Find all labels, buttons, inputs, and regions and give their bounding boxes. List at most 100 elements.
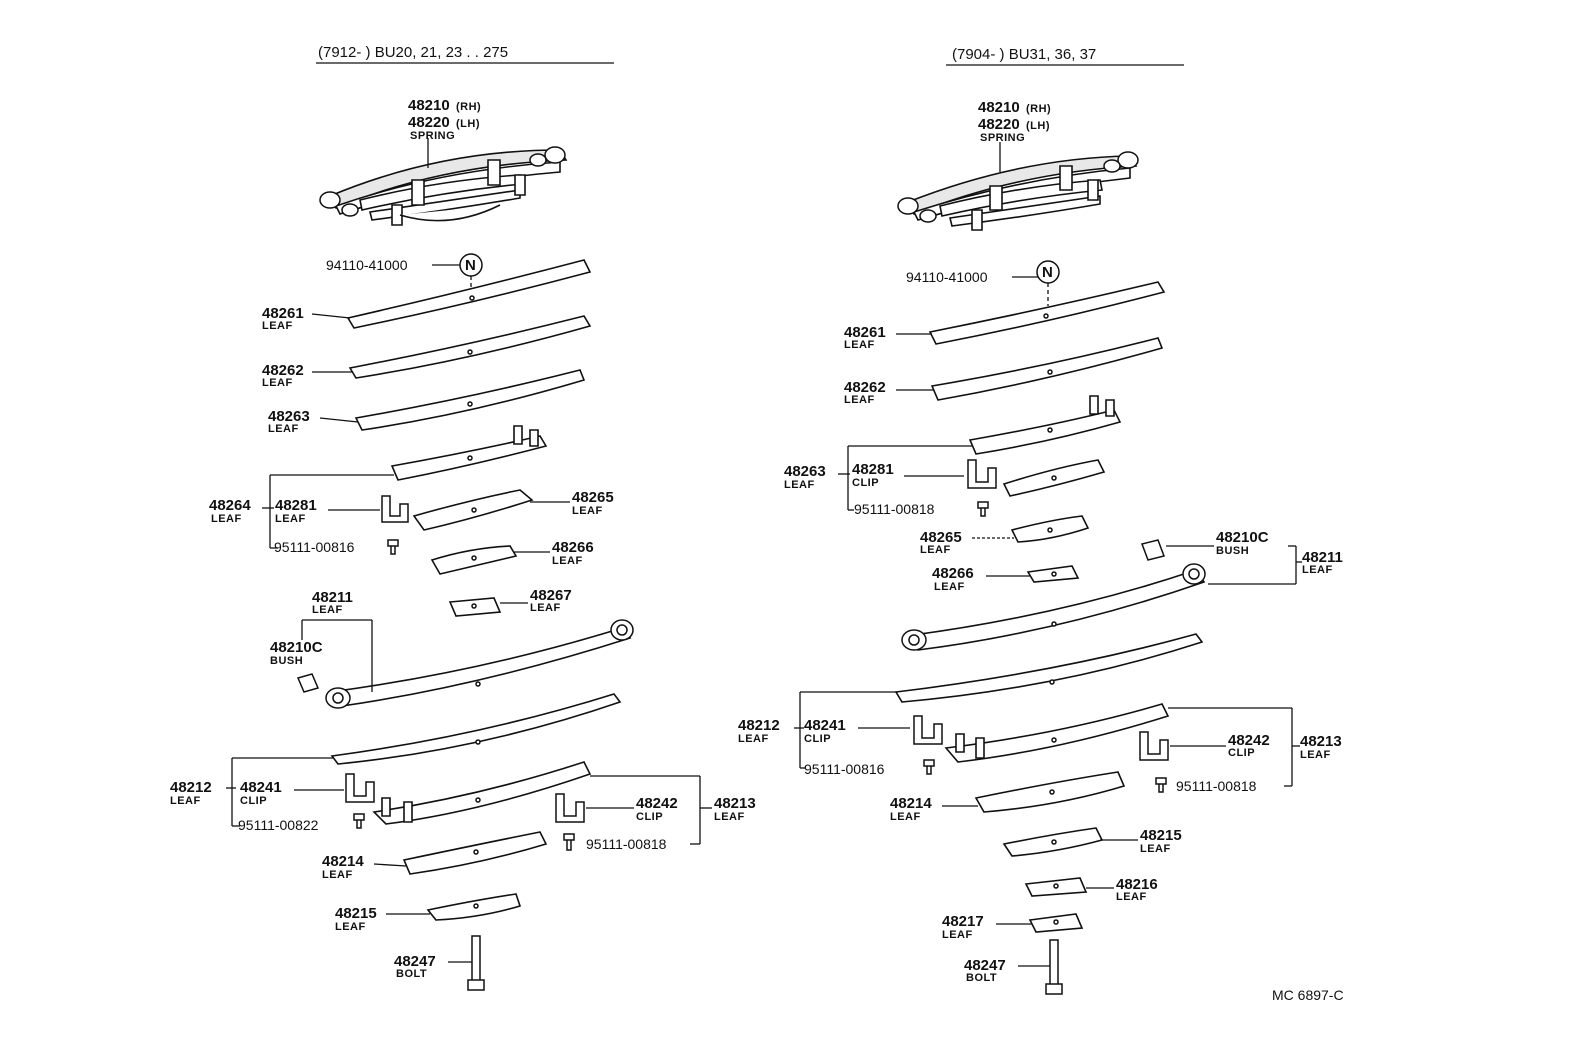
right-leaf-48261-icon xyxy=(928,281,1166,345)
svg-text:LEAF: LEAF xyxy=(1302,564,1333,576)
left-spring-assembly-icon xyxy=(319,146,568,226)
right-clip-48241-icon xyxy=(913,715,943,745)
svg-text:CLIP: CLIP xyxy=(636,811,663,823)
right-clip-48281-icon xyxy=(967,459,997,489)
reference-code: MC 6897-C xyxy=(1272,987,1344,1003)
svg-text:LEAF: LEAF xyxy=(920,544,951,556)
left-small-bolt-icon-2 xyxy=(353,813,365,829)
svg-text:LEAF: LEAF xyxy=(312,604,343,616)
left-clip-48242-icon xyxy=(555,793,585,823)
right-nut-number: 94110-41000 xyxy=(906,269,988,285)
right-spring-rh-number: 48210 xyxy=(978,99,1020,116)
svg-text:LEAF: LEAF xyxy=(170,795,201,807)
right-small-bolt-icon xyxy=(977,501,989,517)
right-bolt-95111-00818-number-a: 95111-00818 xyxy=(854,501,935,517)
left-leaf-48261-icon xyxy=(346,259,592,329)
svg-text:LEAF: LEAF xyxy=(552,555,583,567)
svg-text:48281: 48281 xyxy=(852,461,894,478)
svg-text:CLIP: CLIP xyxy=(240,795,267,807)
svg-text:48264: 48264 xyxy=(209,497,251,514)
svg-text:LEAF: LEAF xyxy=(844,339,875,351)
svg-text:48242: 48242 xyxy=(1228,732,1270,749)
svg-text:LEAF: LEAF xyxy=(1300,749,1331,761)
left-leaf-48263-icon xyxy=(354,369,586,431)
svg-text:48261: 48261 xyxy=(844,324,886,341)
right-bolt-95111-00816-number: 95111-00816 xyxy=(804,761,885,777)
svg-text:(LH): (LH) xyxy=(1026,120,1050,132)
right-leaf-48213-icon xyxy=(944,703,1170,763)
left-spring-lh-number: 48220 xyxy=(408,114,450,131)
svg-text:48265: 48265 xyxy=(572,489,614,506)
right-bush-48210c-icon xyxy=(1141,539,1165,561)
svg-text:48242: 48242 xyxy=(636,795,678,812)
right-center-bolt-48247-icon xyxy=(1045,939,1063,995)
svg-text:CLIP: CLIP xyxy=(1228,747,1255,759)
svg-text:LEAF: LEAF xyxy=(844,394,875,406)
svg-text:LEAF: LEAF xyxy=(890,811,921,823)
left-center-bolt-48247-icon xyxy=(467,935,485,991)
svg-text:(LH): (LH) xyxy=(456,118,480,130)
svg-text:48241: 48241 xyxy=(240,779,282,796)
left-clip-48281-icon xyxy=(381,495,409,523)
svg-text:48215: 48215 xyxy=(1140,827,1182,844)
svg-text:48215: 48215 xyxy=(335,905,377,922)
svg-text:N: N xyxy=(1042,264,1053,281)
left-bolt-95111-00818-number: 95111-00818 xyxy=(586,836,667,852)
svg-text:48217: 48217 xyxy=(942,913,984,930)
left-bush-48210c-icon xyxy=(296,673,320,693)
right-main-leaf-48211-icon xyxy=(904,569,1206,651)
left-main-leaf-48211-icon xyxy=(328,627,632,707)
right-clip-48242-icon xyxy=(1139,731,1169,761)
right-small-bolt-icon-3 xyxy=(1155,777,1167,793)
right-title: (7904- ) BU31, 36, 37 xyxy=(952,46,1096,63)
svg-text:BUSH: BUSH xyxy=(1216,545,1249,557)
svg-text:48213: 48213 xyxy=(1300,733,1342,750)
svg-text:LEAF: LEAF xyxy=(262,377,293,389)
svg-text:(RH): (RH) xyxy=(1026,103,1051,115)
svg-text:48261: 48261 xyxy=(262,305,304,322)
right-leaf-48263-icon xyxy=(968,409,1122,455)
svg-text:BOLT: BOLT xyxy=(966,972,997,984)
right-leaf-48262-icon xyxy=(930,337,1164,401)
left-leaf-48212-icon xyxy=(330,693,622,765)
svg-text:LEAF: LEAF xyxy=(335,921,366,933)
svg-text:48263: 48263 xyxy=(784,463,826,480)
svg-text:48211: 48211 xyxy=(312,589,353,606)
left-spring-rh-number: 48210 xyxy=(408,97,450,114)
svg-text:LEAF: LEAF xyxy=(530,602,561,614)
svg-text:48241: 48241 xyxy=(804,717,846,734)
left-nut-number: 94110-41000 xyxy=(326,257,408,273)
svg-text:48281: 48281 xyxy=(275,497,317,514)
left-small-bolt-icon xyxy=(387,539,399,555)
svg-text:LEAF: LEAF xyxy=(262,320,293,332)
svg-text:LEAF: LEAF xyxy=(211,513,242,525)
svg-text:LEAF: LEAF xyxy=(572,505,603,517)
right-leaf-48212-icon xyxy=(894,633,1204,703)
svg-text:48247: 48247 xyxy=(394,953,436,970)
svg-text:LEAF: LEAF xyxy=(322,869,353,881)
left-clip-48241-icon xyxy=(345,773,375,803)
right-spring-label: SPRING xyxy=(980,132,1025,144)
svg-text:48210C: 48210C xyxy=(1216,529,1269,546)
svg-text:48212: 48212 xyxy=(738,717,780,734)
svg-text:LEAF: LEAF xyxy=(275,513,306,525)
svg-text:48262: 48262 xyxy=(844,379,886,396)
svg-text:LEAF: LEAF xyxy=(934,581,965,593)
right-small-bolt-icon-2 xyxy=(923,759,935,775)
right-bolt-95111-00818-number-b: 95111-00818 xyxy=(1176,778,1257,794)
svg-text:48214: 48214 xyxy=(890,795,932,812)
left-spring-label: SPRING xyxy=(410,130,455,142)
svg-text:48267: 48267 xyxy=(530,587,572,604)
svg-text:LEAF: LEAF xyxy=(1140,843,1171,855)
svg-text:48265: 48265 xyxy=(920,529,962,546)
left-title: (7912- ) BU20, 21, 23 . . 275 xyxy=(318,44,508,61)
svg-text:48210C: 48210C xyxy=(270,639,323,656)
svg-text:BUSH: BUSH xyxy=(270,655,303,667)
svg-text:CLIP: CLIP xyxy=(852,477,879,489)
svg-text:48216: 48216 xyxy=(1116,876,1158,893)
svg-text:48213: 48213 xyxy=(714,795,756,812)
svg-text:N: N xyxy=(465,257,476,274)
left-bolt-95111-00822-number: 95111-00822 xyxy=(238,817,319,833)
svg-text:LEAF: LEAF xyxy=(268,423,299,435)
